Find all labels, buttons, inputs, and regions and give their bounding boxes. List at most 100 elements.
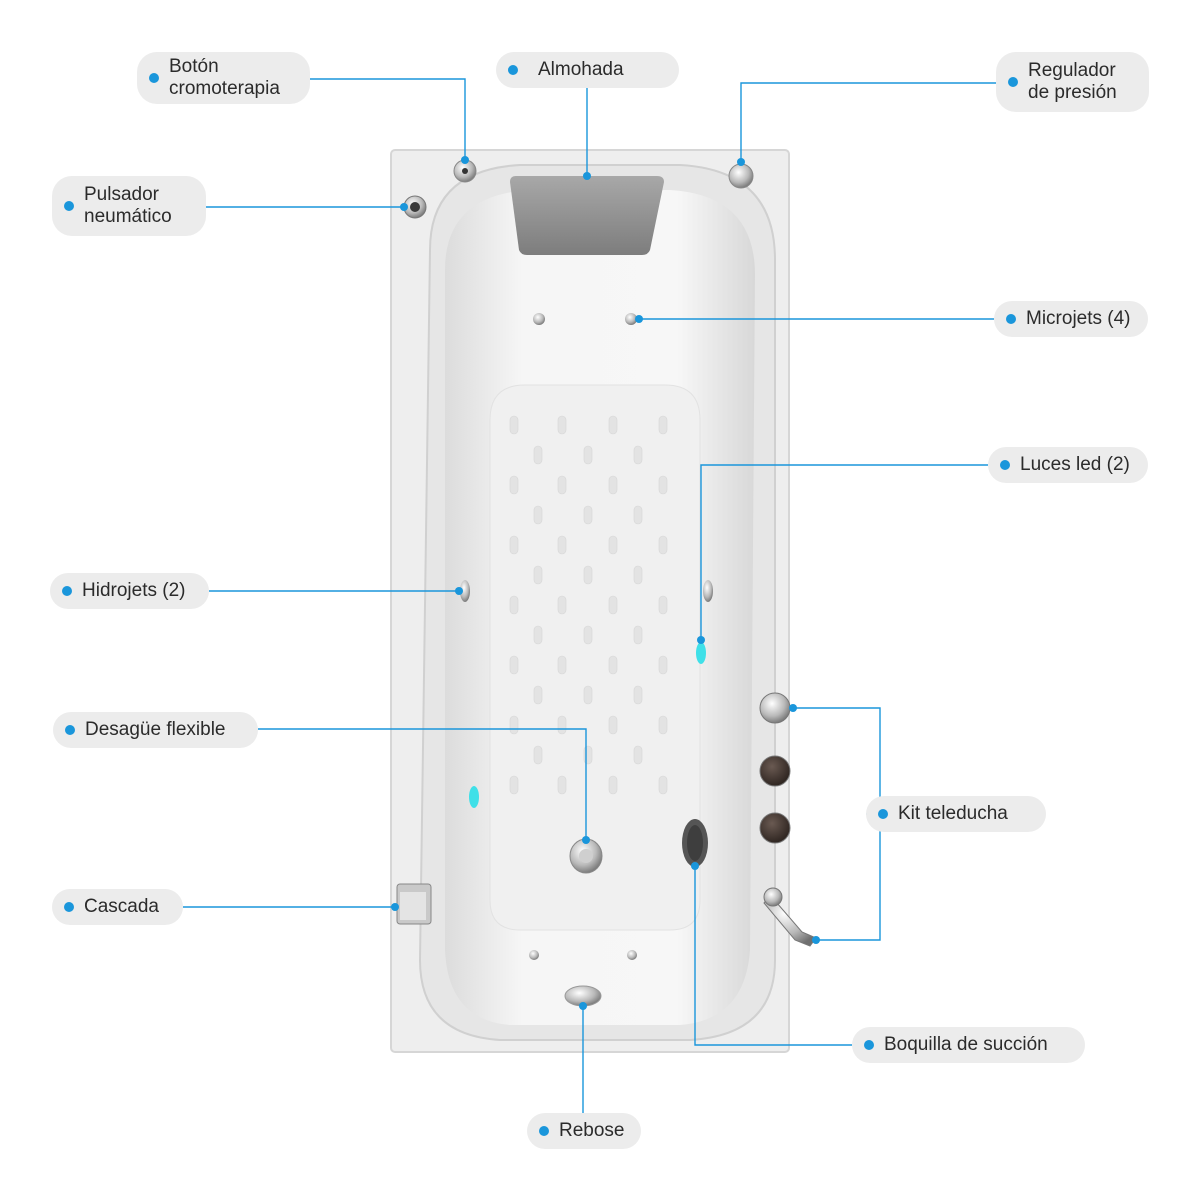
anti-slip-stud — [509, 535, 519, 555]
label-desague-flexible: Desagüe flexible — [53, 712, 258, 748]
label-hidrojets: Hidrojets (2) — [50, 573, 209, 609]
pillow — [510, 176, 664, 255]
anti-slip-stud — [583, 565, 593, 585]
anti-slip-stud — [658, 415, 668, 435]
leader-desague-flexible — [258, 728, 587, 840]
anti-slip-stud — [658, 475, 668, 495]
bullet-dot — [64, 201, 74, 211]
anti-slip-stud — [633, 445, 643, 465]
anti-slip-stud — [533, 745, 543, 765]
anti-slip-stud — [533, 685, 543, 705]
anti-slip-stud — [509, 475, 519, 495]
anti-slip-stud — [608, 655, 618, 675]
label-rebose: Rebose — [527, 1113, 641, 1149]
label-kit-teleducha: Kit teleducha — [866, 796, 1046, 832]
suction-nozzle — [682, 819, 708, 867]
bathtub — [390, 149, 790, 1053]
label-text: Microjets (4) — [1026, 308, 1131, 329]
label-microjets: Microjets (4) — [994, 301, 1148, 337]
anti-slip-stud — [509, 655, 519, 675]
drain — [569, 838, 603, 874]
label-text: Luces led (2) — [1020, 454, 1130, 475]
leader-kit-teleducha — [793, 707, 881, 941]
bullet-dot — [149, 73, 159, 83]
hand-shower-kit — [759, 692, 817, 947]
label-text-line-2: de presión — [1028, 82, 1117, 103]
bullet-dot — [1006, 314, 1016, 324]
pneumatic-button — [403, 195, 427, 219]
leader-boton-cromoterapia — [310, 78, 466, 160]
anti-slip-stud — [533, 625, 543, 645]
label-text: Cascada — [84, 896, 159, 917]
anti-slip-stud — [509, 595, 519, 615]
label-luces-led: Luces led (2) — [988, 447, 1148, 483]
anti-slip-stud — [633, 625, 643, 645]
anti-slip-stud — [509, 415, 519, 435]
anti-slip-stud — [658, 535, 668, 555]
anti-slip-stud — [557, 595, 567, 615]
chromotherapy-button — [453, 159, 477, 183]
anti-slip-stud — [583, 745, 593, 765]
anti-slip-stud — [557, 535, 567, 555]
anti-slip-stud — [608, 535, 618, 555]
label-text-line-2: neumático — [84, 206, 172, 227]
anti-slip-stud — [533, 505, 543, 525]
label-text: Boquilla de succión — [884, 1034, 1048, 1055]
leader-luces-led — [700, 464, 988, 640]
leader-boquilla-succion — [694, 866, 852, 1046]
anti-slip-stud — [633, 505, 643, 525]
anti-slip-stud — [557, 655, 567, 675]
label-text-line-2: cromoterapia — [169, 78, 280, 99]
label-text-line-1: Regulador — [1028, 60, 1116, 81]
leader-dots — [391, 156, 820, 1010]
bullet-dot — [864, 1040, 874, 1050]
anti-slip-stud — [557, 415, 567, 435]
anti-slip-stud — [608, 715, 618, 735]
anti-slip-stud — [557, 775, 567, 795]
label-boquilla-succion: Boquilla de succión — [852, 1027, 1085, 1063]
bullet-dot — [64, 902, 74, 912]
label-text: Rebose — [559, 1120, 625, 1141]
pressure-regulator — [728, 163, 754, 189]
anti-slip-stud — [583, 445, 593, 465]
anti-slip-stud — [633, 565, 643, 585]
bullet-dot — [1008, 77, 1018, 87]
label-cascada: Cascada — [52, 889, 183, 925]
anti-slip-stud — [583, 625, 593, 645]
cascade — [396, 883, 432, 925]
led-lights — [469, 642, 706, 808]
bullet-dot — [878, 809, 888, 819]
anti-slip-stud — [533, 445, 543, 465]
bullet-dot — [62, 586, 72, 596]
label-text: Desagüe flexible — [85, 719, 226, 740]
anti-slip-stud — [608, 595, 618, 615]
anti-slip-stud — [658, 775, 668, 795]
anti-slip-stud — [658, 655, 668, 675]
anti-slip-stud — [557, 715, 567, 735]
bullet-dot — [508, 65, 518, 75]
label-text-line-1: Botón — [169, 56, 219, 77]
bullet-dot — [65, 725, 75, 735]
hydrojets — [460, 580, 713, 602]
anti-slip-stud — [633, 685, 643, 705]
anti-slip-stud — [509, 775, 519, 795]
label-almohada: Almohada — [496, 52, 679, 88]
leader-regulador-presion — [740, 82, 996, 162]
anti-slip-stud — [608, 415, 618, 435]
microjets — [529, 313, 637, 960]
anti-slip-stud — [533, 565, 543, 585]
bullet-dot — [539, 1126, 549, 1136]
anti-slip-stud — [658, 595, 668, 615]
anti-slip-stud — [509, 715, 519, 735]
label-text: Almohada — [538, 59, 624, 80]
label-text-line-1: Pulsador — [84, 184, 159, 205]
anti-slip-stud — [557, 475, 567, 495]
bullet-dot — [1000, 460, 1010, 470]
anti-slip-stud — [608, 775, 618, 795]
tub-floor — [489, 384, 701, 931]
anti-slip-stud — [608, 475, 618, 495]
anti-slip-stud — [583, 505, 593, 525]
